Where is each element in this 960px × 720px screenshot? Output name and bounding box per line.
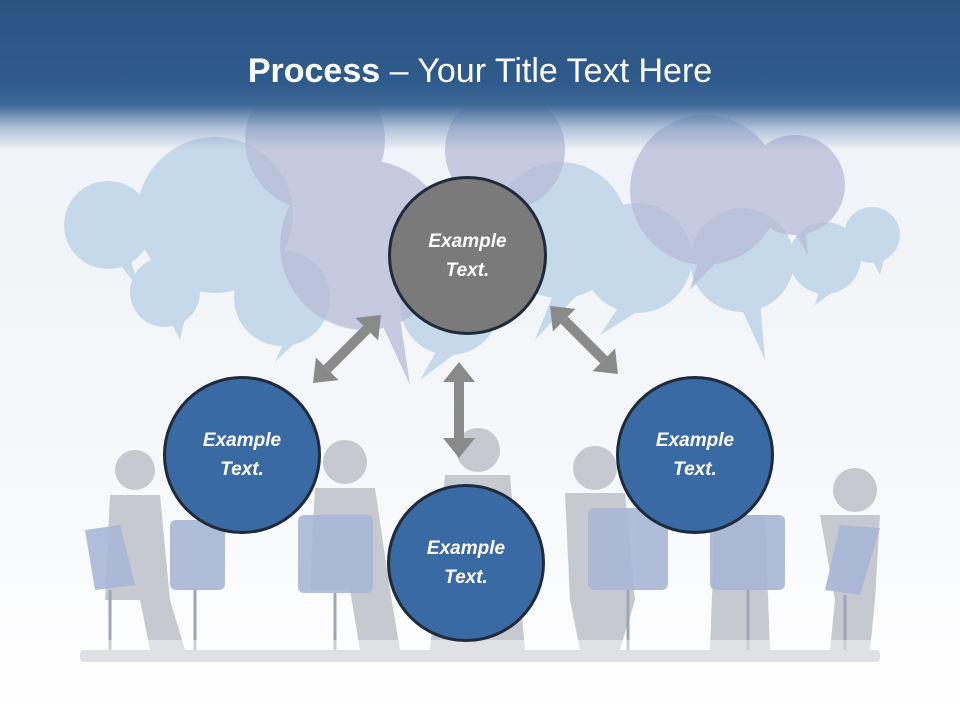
- double-arrow-icon: [313, 315, 381, 383]
- left-node-label: Example Text.: [202, 430, 282, 480]
- double-arrow-icon: [550, 306, 618, 374]
- right-node-label: Example Text.: [655, 430, 735, 480]
- center-node[interactable]: Example Text.: [388, 176, 547, 335]
- right-node[interactable]: Example Text.: [616, 376, 774, 534]
- connector-arrows: [313, 306, 618, 458]
- double-arrow-icon: [443, 362, 475, 458]
- slide-title: Process – Your Title Text Here: [0, 52, 960, 91]
- title-bold: Process: [247, 52, 381, 90]
- title-banner: Process – Your Title Text Here: [0, 0, 960, 150]
- title-rest: – Your Title Text Here: [380, 52, 713, 90]
- bottom-node[interactable]: Example Text.: [387, 484, 545, 642]
- bottom-node-label: Example Text.: [426, 538, 506, 588]
- center-node-label: Example Text.: [428, 230, 507, 281]
- left-node[interactable]: Example Text.: [163, 376, 321, 534]
